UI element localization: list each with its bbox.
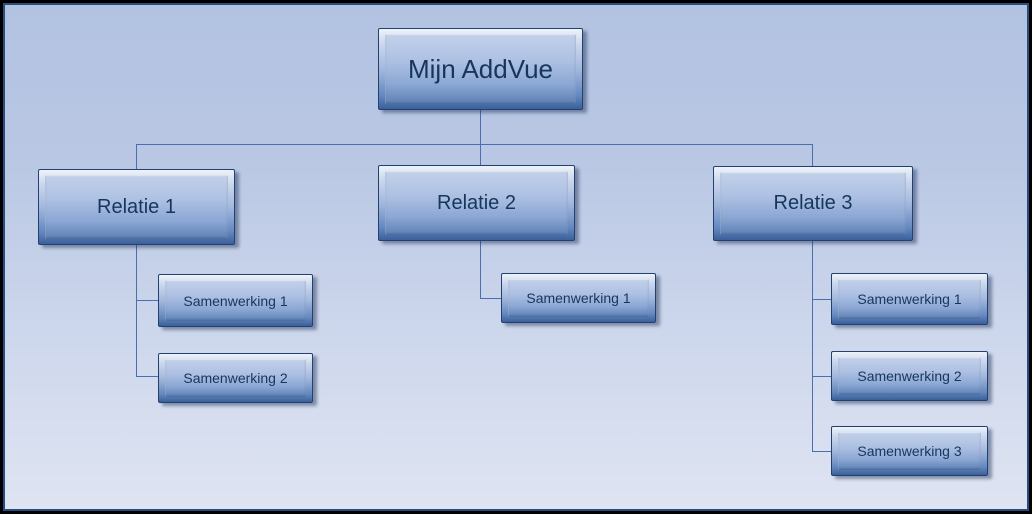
connector-bus bbox=[136, 144, 812, 145]
connector-to-relatie-3 bbox=[812, 144, 813, 166]
node-relatie-1[interactable]: Relatie 1 bbox=[38, 169, 235, 245]
node-relatie-1-samenwerking-1[interactable]: Samenwerking 1 bbox=[158, 274, 313, 327]
node-face: Relatie 3 bbox=[720, 172, 906, 235]
connector-to-relatie-2 bbox=[480, 144, 481, 165]
node-face: Samenwerking 1 bbox=[508, 279, 649, 317]
node-face: Relatie 2 bbox=[385, 171, 568, 235]
node-relatie-2-samenwerking-1[interactable]: Samenwerking 1 bbox=[501, 273, 656, 323]
node-label: Samenwerking 1 bbox=[526, 290, 631, 306]
node-label: Samenwerking 3 bbox=[857, 443, 962, 459]
node-relatie-3-samenwerking-3[interactable]: Samenwerking 3 bbox=[831, 426, 988, 476]
connector-relatie-3-samenwerking-3 bbox=[812, 451, 831, 452]
node-relatie-3[interactable]: Relatie 3 bbox=[713, 166, 913, 241]
node-relatie-3-samenwerking-1[interactable]: Samenwerking 1 bbox=[831, 273, 988, 325]
node-label: Relatie 3 bbox=[773, 192, 853, 214]
connector-relatie-2-samenwerking-1 bbox=[480, 298, 501, 299]
node-relatie-2[interactable]: Relatie 2 bbox=[378, 165, 575, 241]
node-face: Relatie 1 bbox=[45, 175, 228, 239]
node-face: Samenwerking 3 bbox=[838, 432, 981, 470]
node-face: Samenwerking 1 bbox=[165, 280, 306, 321]
node-relatie-1-samenwerking-2[interactable]: Samenwerking 2 bbox=[158, 353, 313, 403]
node-face: Mijn AddVue bbox=[385, 34, 576, 104]
connector-relatie-1-drop bbox=[136, 245, 137, 376]
node-face: Samenwerking 1 bbox=[838, 279, 981, 319]
node-relatie-3-samenwerking-2[interactable]: Samenwerking 2 bbox=[831, 351, 988, 401]
connector-to-relatie-1 bbox=[136, 144, 137, 170]
node-label: Samenwerking 1 bbox=[857, 291, 962, 307]
node-label: Relatie 1 bbox=[97, 195, 176, 218]
node-label: Relatie 2 bbox=[437, 191, 516, 214]
connector-root-down bbox=[480, 110, 481, 144]
connector-relatie-2-drop bbox=[480, 241, 481, 298]
connector-relatie-3-samenwerking-1 bbox=[812, 299, 831, 300]
node-face: Samenwerking 2 bbox=[838, 357, 981, 395]
connector-relatie-1-samenwerking-1 bbox=[136, 300, 158, 301]
node-face: Samenwerking 2 bbox=[165, 359, 306, 397]
connector-relatie-3-drop bbox=[812, 241, 813, 451]
node-mijn-addvue[interactable]: Mijn AddVue bbox=[378, 28, 583, 110]
node-label: Samenwerking 2 bbox=[857, 368, 962, 384]
connector-relatie-3-samenwerking-2 bbox=[812, 376, 831, 377]
node-label: Mijn AddVue bbox=[407, 53, 554, 84]
node-label: Samenwerking 2 bbox=[183, 370, 288, 386]
connector-relatie-1-samenwerking-2 bbox=[136, 376, 158, 377]
node-label: Samenwerking 1 bbox=[183, 292, 288, 309]
